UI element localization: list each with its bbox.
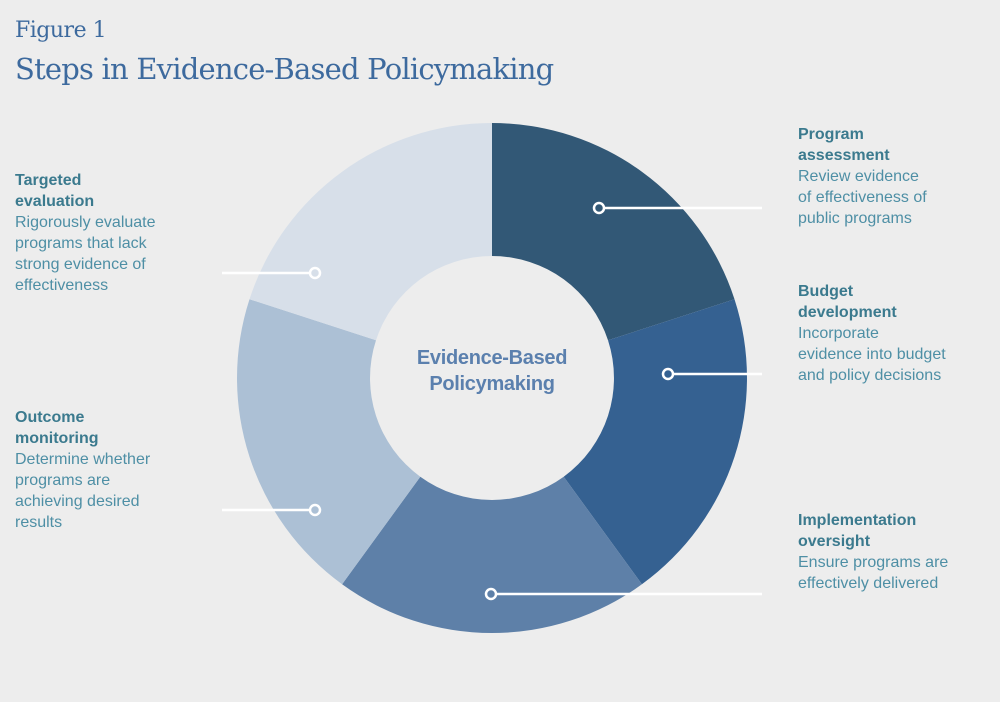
step-title: Program (798, 126, 864, 143)
step-description: achieving desired (15, 493, 140, 510)
step-description: programs that lack (15, 235, 147, 252)
step-description: of effectiveness of (798, 189, 927, 206)
step-title: evaluation (15, 193, 95, 210)
step-description: Incorporate (798, 325, 879, 342)
step-description: Ensure programs are (798, 554, 949, 571)
step-description: effectively delivered (798, 575, 939, 592)
step-title: Outcome (15, 409, 85, 426)
step-targeted-evaluation: Targeted evaluation Rigorously evaluate … (15, 170, 156, 296)
step-title: oversight (798, 533, 871, 550)
step-description: results (15, 514, 63, 531)
step-title: Targeted (15, 172, 82, 189)
step-description: and policy decisions (798, 367, 942, 384)
step-description: Determine whether (15, 451, 151, 468)
step-title: Budget (798, 283, 854, 300)
segment-program-assessment (492, 123, 735, 341)
step-description: effectiveness (15, 277, 109, 294)
connector-dot-icon (308, 266, 322, 280)
step-outcome-monitoring: Outcome monitoring Determine whether pro… (15, 407, 150, 533)
step-description: strong evidence of (15, 256, 146, 273)
segment-outcome-monitoring (237, 299, 421, 585)
figure-title: Steps in Evidence-Based Policymaking (15, 52, 554, 86)
connector-dot-icon (308, 503, 322, 517)
step-description: Review evidence (798, 168, 919, 185)
figure-label: Figure 1 (15, 18, 107, 43)
step-program-assessment: Program assessment Review evidence of ef… (798, 124, 927, 229)
connector-dot-icon (661, 367, 675, 381)
step-title: Implementation (798, 512, 917, 529)
segment-targeted-evaluation (249, 123, 492, 341)
step-description: programs are (15, 472, 111, 489)
step-title: development (798, 304, 897, 321)
center-label: Evidence-Based Policymaking (372, 345, 612, 397)
center-label-line2: Policymaking (429, 373, 555, 395)
connector-dot-icon (592, 201, 606, 215)
step-title: assessment (798, 147, 890, 164)
step-implementation-oversight: Implementation oversight Ensure programs… (798, 510, 948, 594)
step-budget-development: Budget development Incorporate evidence … (798, 281, 946, 386)
center-label-line1: Evidence-Based (416, 347, 568, 369)
segment-budget-development (563, 299, 747, 585)
step-description: Rigorously evaluate (15, 214, 156, 231)
step-description: public programs (798, 210, 912, 227)
connector-dot-icon (484, 587, 498, 601)
step-title: monitoring (15, 430, 99, 447)
step-description: evidence into budget (798, 346, 946, 363)
